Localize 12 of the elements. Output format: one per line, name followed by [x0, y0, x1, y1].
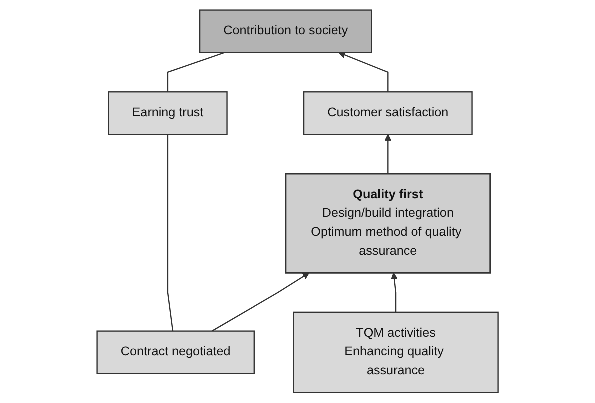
arrow: [338, 52, 388, 92]
node-box: Contribution to society: [199, 10, 372, 54]
node-box: Quality first Design/build integration Optimum method of quality assurance: [284, 173, 491, 274]
connector: [167, 52, 225, 92]
arrow: [212, 272, 310, 332]
arrow: [390, 272, 398, 312]
node-box: Earning trust: [108, 92, 228, 136]
connector: [167, 134, 174, 332]
node-box: Customer satisfaction: [303, 92, 473, 136]
arrow: [384, 134, 392, 174]
node-box: Contract negotiated: [96, 330, 255, 374]
node-box: TQM activities Enhancing quality assurance: [292, 312, 499, 394]
